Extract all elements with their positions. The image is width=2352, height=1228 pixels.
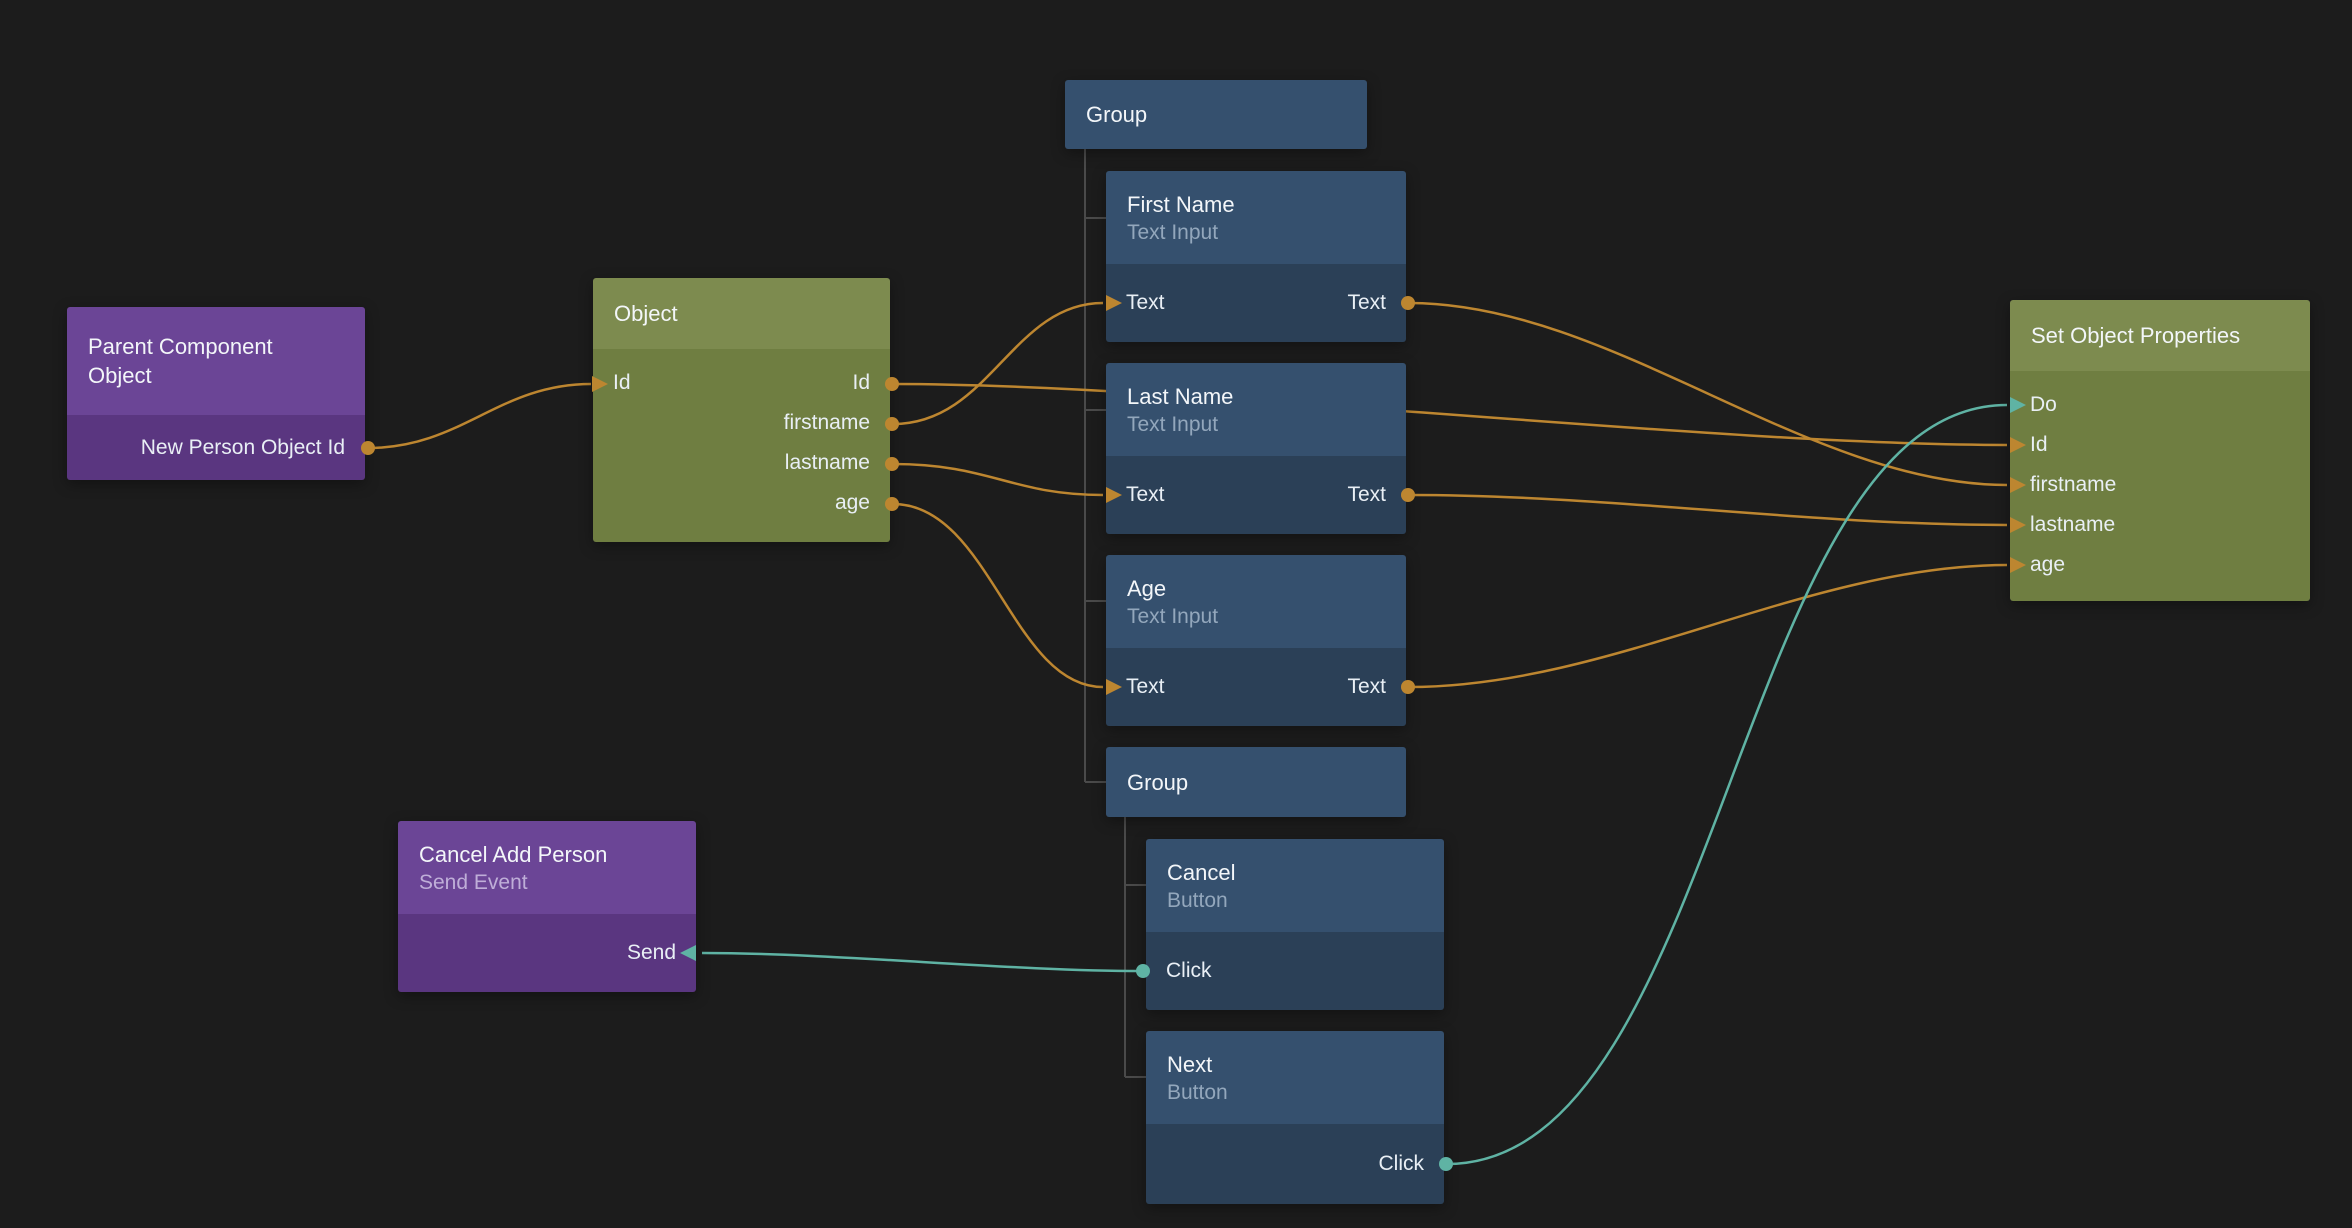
node-last-name-body: Text Text [1106, 456, 1406, 534]
node-title: Age [1127, 574, 1385, 603]
port-row: Click [1146, 951, 1444, 991]
node-subtitle: Text Input [1127, 219, 1385, 246]
node-subtitle: Button [1167, 1079, 1423, 1106]
node-group-top-header: Group [1065, 80, 1367, 149]
port-label-send-in: Send [627, 941, 676, 965]
port-label-click-out: Click [1379, 1152, 1425, 1176]
port-label-text-in: Text [1126, 675, 1165, 699]
node-object-header: Object [593, 278, 890, 349]
node-group-top[interactable]: Group [1065, 80, 1367, 149]
port-label-age-in: age [2030, 553, 2065, 577]
port-label-text-out: Text [1347, 483, 1386, 507]
node-set-object-properties-body: Do Id firstname lastname age [2010, 371, 2310, 601]
port-label-click-out: Click [1166, 959, 1212, 983]
port-row: Id [2010, 425, 2310, 465]
node-title: Next [1167, 1050, 1423, 1079]
node-age-header: Age Text Input [1106, 555, 1406, 648]
node-group-buttons-header: Group [1106, 747, 1406, 817]
node-title: Cancel Add Person [419, 840, 675, 869]
port-row: firstname [2010, 465, 2310, 505]
node-title: Last Name [1127, 382, 1385, 411]
port-label-firstname-in: firstname [2030, 473, 2116, 497]
port-row: Click [1146, 1144, 1444, 1184]
node-cancel-body: Click [1146, 932, 1444, 1010]
port-row: age [593, 483, 890, 523]
node-group-buttons[interactable]: Group [1106, 747, 1406, 817]
node-title: First Name [1127, 190, 1385, 219]
node-last-name-header: Last Name Text Input [1106, 363, 1406, 456]
node-subtitle: Button [1167, 887, 1423, 914]
node-title: Parent Component Object [88, 332, 303, 390]
node-object[interactable]: Object Id Id firstname lastname age [593, 278, 890, 542]
node-object-body: Id Id firstname lastname age [593, 349, 890, 542]
connection-lastname-text-to-sop-lastname[interactable] [1409, 495, 2007, 525]
node-first-name[interactable]: First Name Text Input Text Text [1106, 171, 1406, 342]
port-row: New Person Object Id [67, 428, 365, 468]
connection-object-lastname-to-lastname-text[interactable] [893, 464, 1103, 495]
node-parent-component-object-body: New Person Object Id [67, 415, 365, 480]
port-label-id-in: Id [2030, 433, 2048, 457]
node-first-name-body: Text Text [1106, 264, 1406, 342]
port-label-firstname-out: firstname [784, 411, 870, 435]
node-subtitle: Send Event [419, 869, 675, 896]
port-label-id-out: Id [852, 371, 870, 395]
port-label-lastname-out: lastname [785, 451, 870, 475]
port-label-text-out: Text [1347, 291, 1386, 315]
node-title: Cancel [1167, 858, 1423, 887]
node-cancel-add-person-body: Send [398, 914, 696, 992]
port-row: Do [2010, 385, 2310, 425]
connection-age-text-to-sop-age[interactable] [1409, 565, 2007, 687]
port-row: Text Text [1106, 283, 1406, 323]
port-row: Text Text [1106, 475, 1406, 515]
node-title: Set Object Properties [2031, 321, 2289, 350]
node-parent-component-object[interactable]: Parent Component Object New Person Objec… [67, 307, 365, 480]
connection-object-firstname-to-firstname-text[interactable] [893, 303, 1103, 424]
node-title: Group [1086, 100, 1346, 129]
port-label-text-out: Text [1347, 675, 1386, 699]
port-label-new-person-object-id: New Person Object Id [141, 436, 345, 460]
port-label-age-out: age [835, 491, 870, 515]
node-last-name[interactable]: Last Name Text Input Text Text [1106, 363, 1406, 534]
node-title: Object [614, 299, 869, 328]
node-cancel[interactable]: Cancel Button Click [1146, 839, 1444, 1010]
node-age-body: Text Text [1106, 648, 1406, 726]
node-first-name-header: First Name Text Input [1106, 171, 1406, 264]
connection-object-age-to-age-text[interactable] [893, 504, 1103, 687]
port-label-do-in: Do [2030, 393, 2057, 417]
connection-cancel-click-to-send[interactable] [702, 953, 1141, 971]
node-age[interactable]: Age Text Input Text Text [1106, 555, 1406, 726]
port-row: lastname [2010, 505, 2310, 545]
node-next-header: Next Button [1146, 1031, 1444, 1124]
node-cancel-header: Cancel Button [1146, 839, 1444, 932]
node-set-object-properties-header: Set Object Properties [2010, 300, 2310, 371]
node-next[interactable]: Next Button Click [1146, 1031, 1444, 1204]
port-row: Send [398, 933, 696, 973]
node-subtitle: Text Input [1127, 603, 1385, 630]
connection-object-id-to-sop-id[interactable] [893, 384, 2007, 445]
port-label-lastname-in: lastname [2030, 513, 2115, 537]
node-title: Group [1127, 768, 1385, 797]
port-row: Id Id [593, 363, 890, 403]
node-cancel-add-person-header: Cancel Add Person Send Event [398, 821, 696, 914]
port-label-text-in: Text [1126, 291, 1165, 315]
connection-firstname-text-to-sop-firstname[interactable] [1409, 303, 2007, 485]
node-parent-component-object-header: Parent Component Object [67, 307, 365, 415]
node-subtitle: Text Input [1127, 411, 1385, 438]
connection-parent-object-id-to-object-id[interactable] [368, 384, 591, 448]
port-row: firstname [593, 403, 890, 443]
node-set-object-properties[interactable]: Set Object Properties Do Id firstname la… [2010, 300, 2310, 601]
node-next-body: Click [1146, 1124, 1444, 1204]
port-row: Text Text [1106, 667, 1406, 707]
connection-next-click-to-sop-do[interactable] [1447, 405, 2007, 1164]
port-row: age [2010, 545, 2310, 585]
node-cancel-add-person[interactable]: Cancel Add Person Send Event Send [398, 821, 696, 992]
port-label-id-in: Id [613, 371, 631, 395]
port-label-text-in: Text [1126, 483, 1165, 507]
port-row: lastname [593, 443, 890, 483]
